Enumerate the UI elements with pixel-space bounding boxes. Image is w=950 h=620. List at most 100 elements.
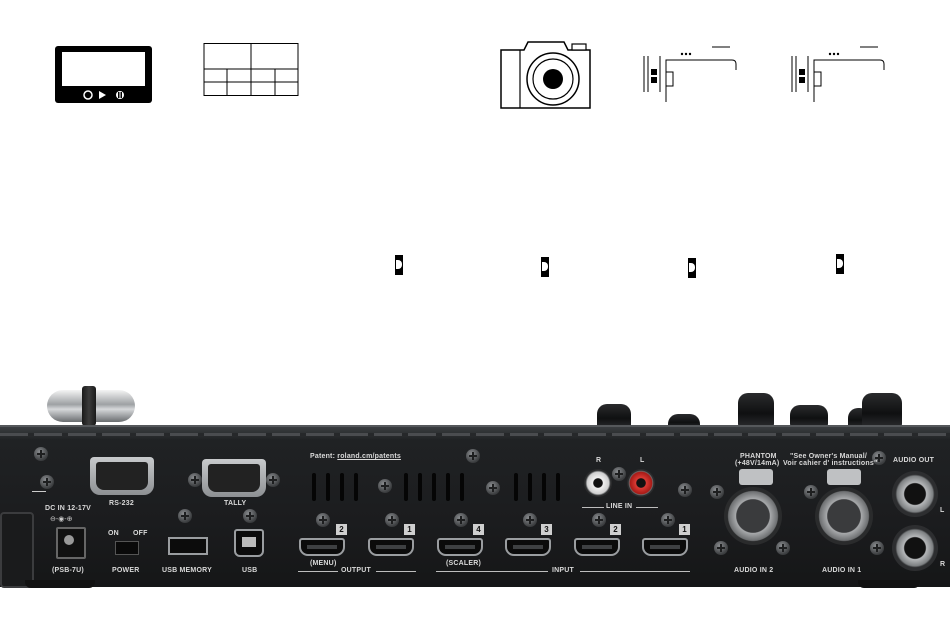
rs232-port[interactable] [90,457,154,495]
connector-diagram-icon [643,46,737,102]
screw [714,541,728,555]
phantom-switch-2[interactable] [739,469,773,485]
line-in-bracket-line [582,507,604,508]
input-number: 4 [473,524,484,535]
output-number: 2 [336,524,347,535]
knob[interactable] [668,414,700,428]
vent-slot [556,473,560,501]
vent-slot [418,473,422,501]
output-bracket-line [376,571,416,572]
patent-url: roland.cm/patents [337,453,401,460]
usb-label: USB [242,567,258,574]
screw [872,451,886,465]
device-rear-panel: DC IN 12-17V ⊖-◉-⊕ (PSB-7U) RS-232 ON OF… [0,425,950,588]
audio-in-1-xlr[interactable] [815,487,873,545]
line-in-l-label: L [640,457,645,464]
screw [870,541,884,555]
menu-label: (MENU) [310,560,337,567]
monitor-icon [55,46,152,103]
input-bracket-line [580,571,690,572]
vent-slot [404,473,408,501]
psb-label: (PSB-7U) [52,567,84,574]
vent-slot [514,473,518,501]
audio-out-l-jack[interactable] [892,471,938,517]
screw [678,483,692,497]
vent-slot [340,473,344,501]
patent-prefix: Patent: [310,453,336,460]
audio-in-2-label: AUDIO IN 2 [734,567,774,574]
multiview-layout-icon [203,43,299,96]
dc-jack-pin [64,535,74,545]
phantom-spec-label: (+48V/14mA) [735,460,780,467]
audio-out-label: AUDIO OUT [893,457,935,464]
screw [466,449,480,463]
phantom-switch-1[interactable] [827,469,861,485]
knob[interactable] [862,393,902,427]
audio-out-r-jack[interactable] [892,525,938,571]
input-label: INPUT [552,567,574,574]
input-bracket-line [436,571,548,572]
usb-port-tongue [242,537,256,547]
scaler-label: (SCALER) [446,560,482,567]
vent-slot [460,473,464,501]
line-in-bracket-line [636,507,658,508]
ground-screw[interactable] [40,475,54,489]
screw [316,513,330,527]
camera-icon [500,41,591,109]
screw [804,485,818,499]
input-number: 3 [541,524,552,535]
knob[interactable] [597,404,631,428]
screw [454,513,468,527]
audio-out-l-label: L [940,507,945,514]
vent-slot [432,473,436,501]
hdmi-input-3[interactable] [505,538,551,556]
knob[interactable] [738,393,774,427]
patent-label: Patent: roland.cm/patents [310,453,401,460]
phantom-label: PHANTOM [740,453,777,460]
screw [592,513,606,527]
tally-port[interactable] [202,459,266,497]
audio-in-2-xlr[interactable] [724,487,782,545]
power-label: POWER [112,567,140,574]
usb-memory-port[interactable] [168,537,208,555]
screw [243,509,257,523]
screw [776,541,790,555]
hdmi-output-2[interactable] [299,538,345,556]
tally-label: TALLY [224,500,247,507]
line-in-l-jack[interactable] [627,469,655,497]
screw [661,513,675,527]
marker-icon [688,258,696,278]
screw [378,479,392,493]
output-bracket-line [298,571,338,572]
power-on-label: ON [108,530,119,537]
foot [25,580,95,588]
knob[interactable] [790,405,828,427]
polarity-icon: ⊖-◉-⊕ [50,516,73,523]
side-bracket [0,512,34,588]
input-number: 1 [679,524,690,535]
see-manual-label: "See Owner's Manual/ [790,453,868,460]
ground-icon [32,481,46,492]
screw [523,513,537,527]
usb-memory-label: USB MEMORY [162,567,212,574]
connector-diagram-icon [791,46,885,102]
line-in-r-jack[interactable] [584,469,612,497]
hdmi-input-2[interactable] [574,538,620,556]
vent-slot [446,473,450,501]
output-number: 1 [404,524,415,535]
output-label: OUTPUT [341,567,371,574]
screw [385,513,399,527]
hdmi-input-4[interactable] [437,538,483,556]
hdmi-output-1[interactable] [368,538,414,556]
vent-slot [312,473,316,501]
power-switch[interactable] [115,541,139,555]
screw [266,473,280,487]
dc-in-jack[interactable] [56,527,86,559]
rs232-label: RS-232 [109,500,134,507]
foot [858,580,920,588]
hdmi-input-1[interactable] [642,538,688,556]
voir-cahier-label: Voir cahier d' instructions" [783,460,878,467]
screw [710,485,724,499]
vent-slot [542,473,546,501]
marker-icon [395,255,403,275]
